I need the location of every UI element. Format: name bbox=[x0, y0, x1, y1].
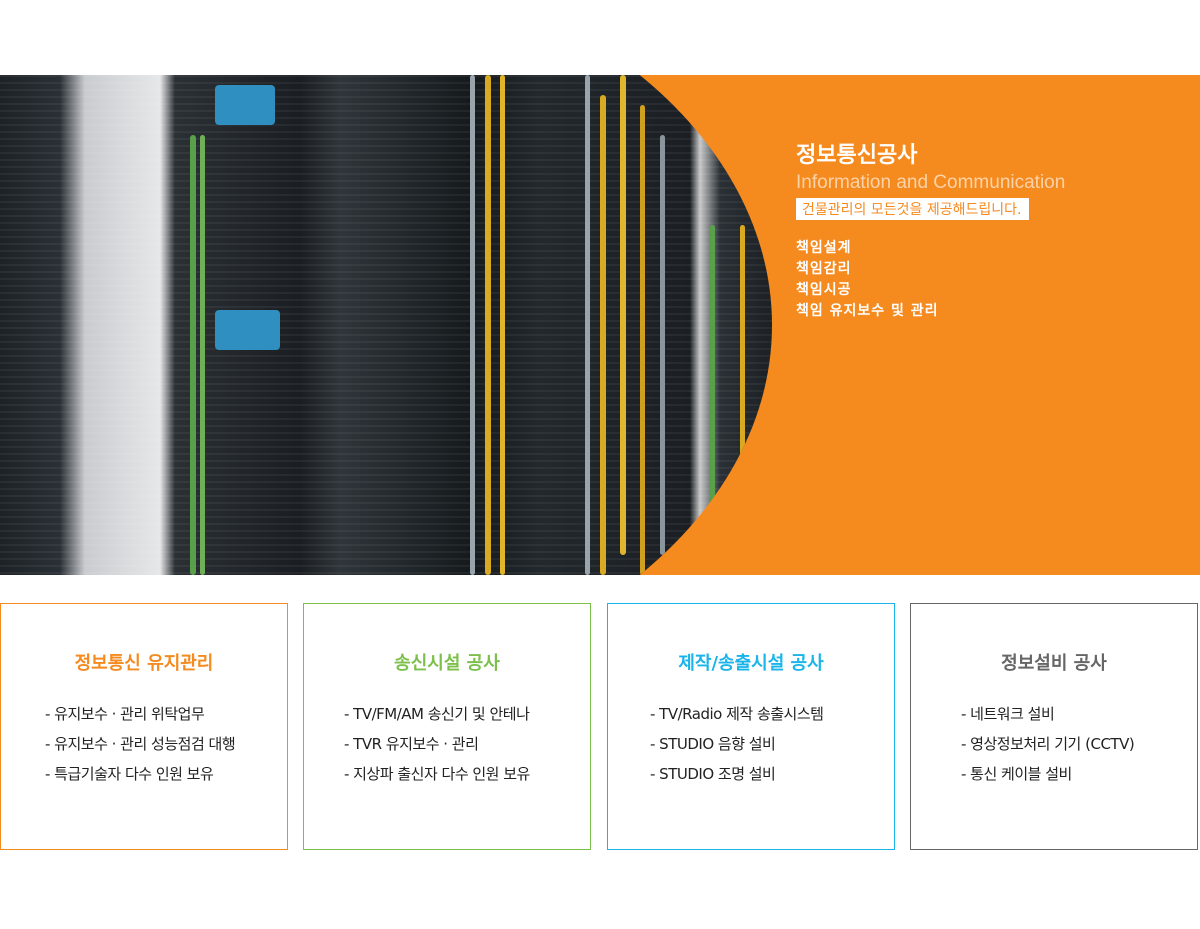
service-card-production: 제작/송출시설 공사 - TV/Radio 제작 송출시스템 - STUDIO … bbox=[607, 603, 895, 850]
list-item: - 지상파 출신자 다수 인원 보유 bbox=[344, 765, 530, 783]
list-item: - STUDIO 조명 설비 bbox=[650, 765, 776, 783]
duty-item: 책임시공 bbox=[796, 282, 852, 298]
service-card-info-facility: 정보설비 공사 - 네트워크 설비 - 영상정보처리 기기 (CCTV) - 통… bbox=[910, 603, 1198, 850]
server-rack-photo bbox=[0, 75, 772, 575]
list-item: - 네트워크 설비 bbox=[961, 705, 1055, 723]
list-item: - STUDIO 음향 설비 bbox=[650, 735, 776, 753]
banner-title: 정보통신공사 bbox=[796, 143, 918, 168]
duties-list: 책임설계 책임감리 책임시공 책임 유지보수 및 관리 bbox=[796, 238, 1065, 322]
list-item: - TVR 유지보수 · 관리 bbox=[344, 735, 479, 753]
duty-item: 책임 유지보수 및 관리 bbox=[796, 303, 939, 319]
list-item: - 특급기술자 다수 인원 보유 bbox=[45, 765, 214, 783]
card-title: 정보설비 공사 bbox=[1001, 653, 1107, 674]
list-item: - TV/FM/AM 송신기 및 안테나 bbox=[344, 705, 530, 723]
hero-banner: 정보통신공사 Information and Communication 건물관… bbox=[0, 75, 1200, 575]
card-title: 정보통신 유지관리 bbox=[74, 653, 214, 674]
duty-item: 책임감리 bbox=[796, 261, 852, 277]
banner-subtitle: Information and Communication bbox=[796, 172, 1066, 193]
card-title: 송신시설 공사 bbox=[394, 653, 500, 674]
banner-tagline: 건물관리의 모든것을 제공해드립니다. bbox=[796, 198, 1030, 220]
service-card-maintenance: 정보통신 유지관리 - 유지보수 · 관리 위탁업무 - 유지보수 · 관리 성… bbox=[0, 603, 288, 850]
list-item: - 유지보수 · 관리 위탁업무 bbox=[45, 705, 205, 723]
list-item: - 유지보수 · 관리 성능점검 대행 bbox=[45, 735, 236, 753]
list-item: - TV/Radio 제작 송출시스템 bbox=[650, 705, 824, 723]
list-item: - 통신 케이블 설비 bbox=[961, 765, 1072, 783]
duty-item: 책임설계 bbox=[796, 240, 852, 256]
card-title: 제작/송출시설 공사 bbox=[678, 653, 824, 674]
service-card-transmission: 송신시설 공사 - TV/FM/AM 송신기 및 안테나 - TVR 유지보수 … bbox=[303, 603, 591, 850]
list-item: - 영상정보처리 기기 (CCTV) bbox=[961, 735, 1135, 753]
banner-text: 정보통신공사 Information and Communication 건물관… bbox=[796, 142, 1065, 322]
